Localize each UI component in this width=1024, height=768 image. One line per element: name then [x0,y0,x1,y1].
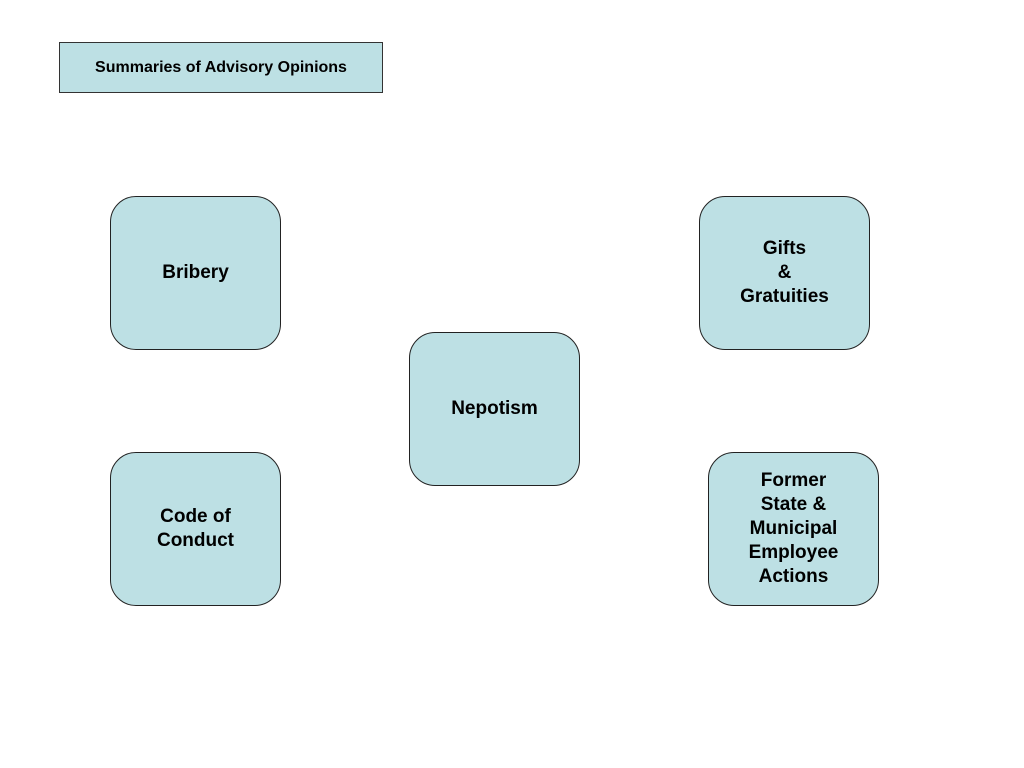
topic-label-line: Conduct [156,530,235,551]
topic-label-line: & [777,262,792,283]
topic-label-line: Gifts [762,238,807,259]
topic-label-line: Municipal [749,518,838,539]
topic-label-line: State & [760,494,827,515]
topic-label-gifts-gratuities: Gifts & Gratuities [740,237,829,309]
topic-label-line: Nepotism [451,398,538,419]
topic-box-code-of-conduct[interactable]: Code of Conduct [110,452,281,606]
page-title: Summaries of Advisory Opinions [59,42,383,93]
page-title-text: Summaries of Advisory Opinions [95,58,347,76]
topic-label-former-employee-actions: Former State & Municipal Employee Action… [749,469,839,589]
topic-box-former-employee-actions[interactable]: Former State & Municipal Employee Action… [708,452,879,606]
topic-label-nepotism: Nepotism [451,397,538,421]
topic-label-line: Gratuities [740,286,829,307]
topic-label-code-of-conduct: Code of Conduct [157,505,234,553]
topic-label-line: Former [760,470,827,491]
topic-label-line: Bribery [162,262,229,283]
topic-box-nepotism[interactable]: Nepotism [409,332,580,486]
topic-label-line: Code of [160,506,231,527]
topic-label-bribery: Bribery [162,261,229,285]
topic-label-line: Actions [758,566,829,587]
topic-label-line: Employee [748,542,839,563]
topic-box-bribery[interactable]: Bribery [110,196,281,350]
topic-box-gifts-gratuities[interactable]: Gifts & Gratuities [699,196,870,350]
